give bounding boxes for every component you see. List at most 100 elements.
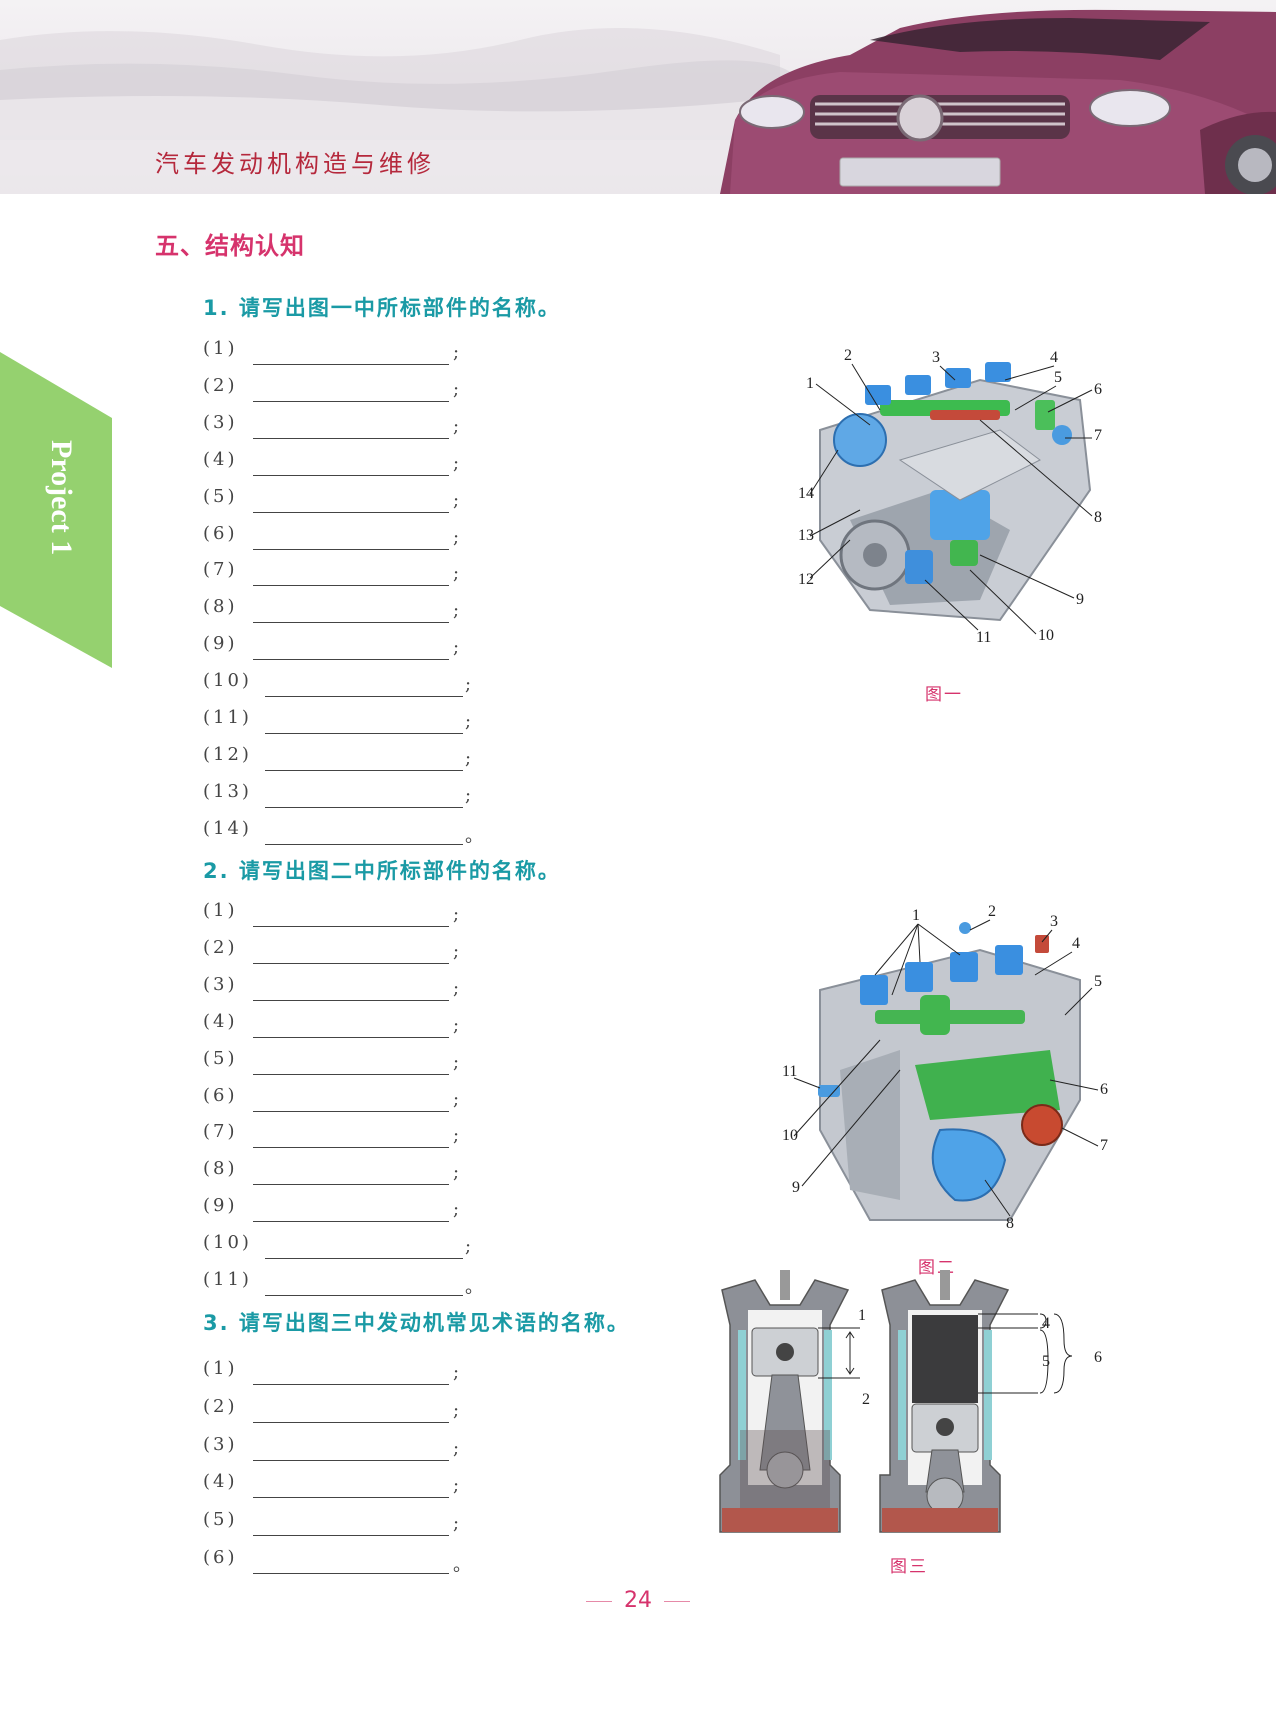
answer-blank-line[interactable] — [253, 659, 449, 661]
answer-blank-line[interactable] — [253, 1573, 449, 1574]
answer-punctuation: ; — [453, 1014, 460, 1036]
page-header-banner: 汽车发动机构造与维修 — [0, 0, 1276, 194]
answer-number: (4) — [203, 448, 238, 470]
answer-blank-line[interactable] — [253, 622, 449, 624]
answer-punctuation: ; — [453, 1088, 460, 1110]
fig2-callout: 9 — [792, 1179, 800, 1196]
answer-blank-line[interactable] — [253, 999, 449, 1001]
fig1-callout: 6 — [1094, 381, 1102, 398]
answer-blank-line[interactable] — [253, 364, 449, 365]
fig1-callout: 7 — [1094, 427, 1102, 444]
question-1-title: 1. 请写出图一中所标部件的名称。 — [203, 296, 561, 320]
answer-punctuation: 。 — [465, 825, 483, 847]
fig3-callout: 5 — [1042, 1353, 1050, 1370]
answer-blank-line[interactable] — [265, 733, 463, 734]
answer-blank-line[interactable] — [253, 474, 449, 476]
answer-blank-line[interactable] — [253, 1459, 449, 1461]
answer-number: (6) — [203, 1084, 238, 1106]
book-title: 汽车发动机构造与维修 — [155, 150, 435, 178]
answer-punctuation: ; — [453, 1362, 460, 1383]
fig1-callout: 11 — [976, 629, 991, 646]
answer-punctuation: ; — [453, 342, 460, 363]
answer-blank-line[interactable] — [265, 1258, 463, 1260]
section-title: 五、结构认知 — [155, 232, 305, 260]
answer-number: (6) — [203, 1547, 238, 1568]
answer-punctuation: ; — [465, 784, 472, 806]
answer-number: (4) — [203, 1010, 238, 1032]
answer-blank-line[interactable] — [265, 843, 463, 845]
answer-punctuation: 。 — [453, 1555, 471, 1576]
answer-blank-line[interactable] — [253, 1073, 449, 1075]
question-2-title: 2. 请写出图二中所标部件的名称。 — [203, 859, 561, 883]
answer-blank-line[interactable] — [253, 1036, 449, 1038]
answer-blank-line[interactable] — [265, 1295, 463, 1296]
answer-blank-line[interactable] — [253, 1535, 449, 1537]
answer-blank-line[interactable] — [253, 1184, 449, 1186]
figure-1-engine-diagram: 1 2 3 4 5 6 7 8 9 10 11 12 13 14 — [798, 347, 1102, 646]
answer-number: (2) — [203, 936, 238, 958]
answer-blank-line[interactable] — [253, 511, 449, 513]
answer-punctuation: ; — [453, 977, 460, 999]
answer-number: (2) — [203, 374, 238, 396]
answer-punctuation: ; — [453, 1162, 460, 1184]
answer-blank-line[interactable] — [265, 806, 463, 808]
answer-blank-line[interactable] — [253, 548, 449, 550]
answer-number: (1) — [203, 900, 238, 921]
car-banner-image — [0, 9, 1276, 194]
answer-number: (9) — [203, 633, 238, 655]
answer-punctuation: ; — [453, 1051, 460, 1073]
answer-number: (12) — [203, 743, 252, 765]
answer-number: (13) — [203, 780, 252, 802]
answer-punctuation: ; — [453, 904, 460, 925]
answer-number: (11) — [203, 1269, 252, 1290]
fig2-callout: 2 — [988, 903, 996, 920]
answer-punctuation: ; — [465, 1236, 472, 1258]
figure-3-piston-diagram: 1 2 4 5 6 — [719, 1270, 1102, 1533]
answer-number: (3) — [203, 973, 238, 995]
answer-number: (1) — [203, 338, 238, 359]
answer-number: (10) — [203, 670, 252, 692]
fig1-callout: 4 — [1050, 349, 1058, 366]
fig2-callout: 3 — [1050, 913, 1058, 930]
answer-number: (10) — [203, 1232, 252, 1254]
question-3-title: 3. 请写出图三中发动机常见术语的名称。 — [203, 1311, 630, 1335]
answer-blank-line[interactable] — [253, 1147, 449, 1149]
answer-blank-line[interactable] — [253, 926, 449, 927]
fig2-callout: 4 — [1072, 935, 1080, 952]
fig1-callout: 13 — [798, 527, 814, 544]
figure-1-caption: 图一 — [925, 685, 963, 705]
answer-punctuation: ; — [453, 378, 460, 400]
fig2-callout: 6 — [1100, 1081, 1108, 1098]
answer-punctuation: ; — [453, 563, 460, 585]
fig1-callout: 2 — [844, 347, 852, 364]
fig1-callout: 10 — [1038, 627, 1054, 644]
figure-3-caption: 图三 — [890, 1557, 928, 1577]
fig3-callout: 4 — [1042, 1315, 1050, 1332]
answer-blank-line[interactable] — [253, 437, 449, 439]
fig2-callout: 8 — [1006, 1215, 1014, 1230]
answer-punctuation: ; — [453, 415, 460, 437]
answer-blank-line[interactable] — [253, 1384, 449, 1385]
answer-blank-line[interactable] — [253, 1110, 449, 1112]
answer-punctuation: ; — [453, 1125, 460, 1147]
answer-blank-line[interactable] — [253, 585, 449, 587]
answer-blank-line[interactable] — [253, 1421, 449, 1423]
answer-punctuation: ; — [453, 489, 460, 511]
page-number-value: 24 — [624, 1588, 652, 1613]
answer-blank-line[interactable] — [253, 962, 449, 964]
fig3-callout: 2 — [862, 1391, 870, 1408]
project-side-tab — [0, 352, 112, 668]
answer-punctuation: ; — [453, 1475, 460, 1497]
answer-blank-line[interactable] — [253, 1221, 449, 1223]
fig2-callout: 10 — [782, 1127, 798, 1144]
answer-punctuation: ; — [453, 1437, 460, 1459]
answer-punctuation: ; — [453, 940, 460, 962]
answer-blank-line[interactable] — [253, 400, 449, 402]
answer-blank-line[interactable] — [265, 769, 463, 771]
answer-number: (6) — [203, 522, 238, 544]
answer-blank-line[interactable] — [253, 1497, 449, 1499]
answer-punctuation: ; — [453, 452, 460, 474]
fig1-callout: 3 — [932, 349, 940, 366]
answer-blank-line[interactable] — [265, 696, 463, 698]
fig1-callout: 1 — [806, 375, 814, 392]
